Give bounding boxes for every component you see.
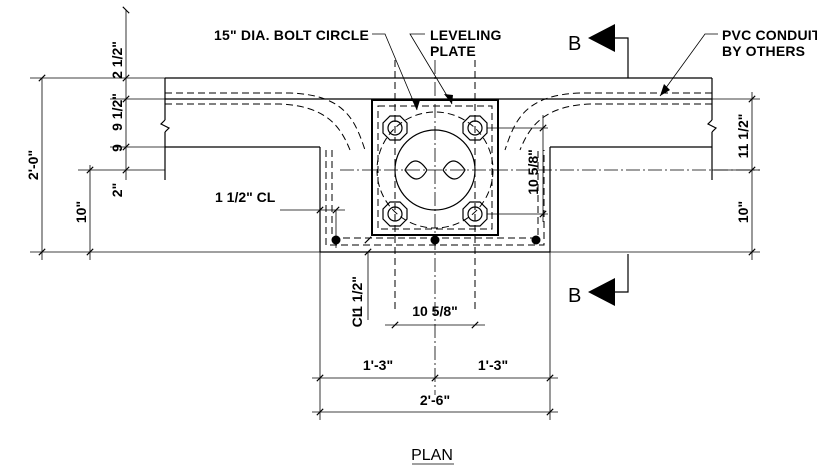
dim-2-half: 2 1/2" (109, 41, 125, 79)
label-plate: PLATE (430, 43, 476, 59)
dim-2: 2" (109, 183, 125, 197)
svg-text:B: B (568, 285, 582, 307)
left-dimensions: 2 1/2" 9 1/2" 9 2" 2'-0" 10" (25, 6, 320, 260)
dim-10-right: 10" (735, 201, 751, 223)
section-marker-bottom: B (568, 254, 629, 307)
dim-plate-horizontal: 10 5/8" (412, 303, 458, 319)
dim-cl-1-half-v: 1 1/2" (349, 276, 365, 314)
dim-9-half: 9 1/2" (109, 93, 125, 131)
cl-dimension-h: 1 1/2" CL (215, 189, 345, 248)
dim-1-3-right: 1'-3" (478, 357, 508, 373)
label-by-others: BY OTHERS (722, 43, 805, 59)
label-bolt-circle: 15" DIA. BOLT CIRCLE (214, 27, 369, 43)
label-pvc-conduit: PVC CONDUIT (722, 27, 817, 43)
rebar (331, 235, 541, 245)
section-marker-top: B (568, 24, 629, 78)
dim-cl-v: CL (349, 308, 365, 327)
dim-9-label: 9 (109, 144, 125, 152)
dim-11-half: 11 1/2" (735, 114, 751, 159)
bottom-dimensions: 1'-3" 1'-3" 2'-6" 10 5/8" 1 1/2" CL (312, 240, 558, 420)
callouts: 15" DIA. BOLT CIRCLE LEVELING PLATE PVC … (214, 27, 817, 111)
dim-1-3-left: 1'-3" (363, 357, 393, 373)
dim-cl-1-half: 1 1/2" CL (215, 189, 276, 205)
dim-10-left: 10" (73, 201, 89, 223)
leveling-plate (340, 60, 760, 395)
dim-plate-vertical: 10 5/8" (525, 149, 541, 195)
svg-text:B: B (568, 33, 582, 55)
dim-2-0: 2'-0" (25, 150, 41, 180)
label-leveling: LEVELING (430, 27, 502, 43)
right-dimensions: 11 1/2" 10" 10 5/8" (487, 92, 760, 260)
title-plan: PLAN (411, 447, 453, 464)
dim-2-6: 2'-6" (420, 392, 450, 408)
drawing-title: PLAN (411, 447, 454, 465)
pvc-conduit (165, 92, 712, 246)
